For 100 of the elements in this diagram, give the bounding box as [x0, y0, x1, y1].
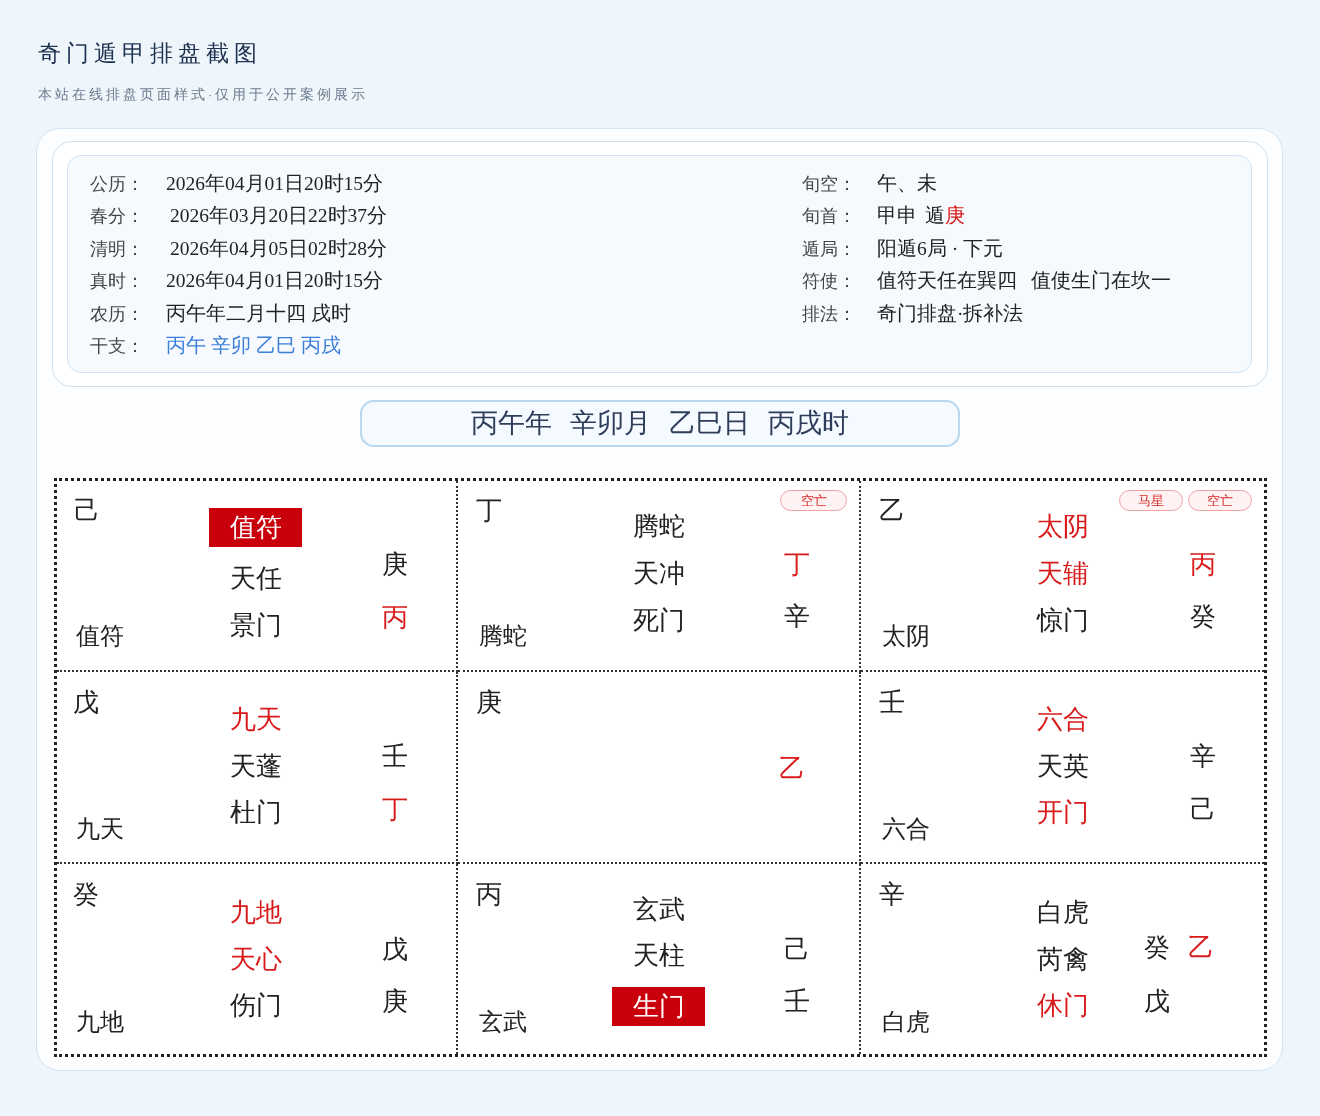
stem-char: 壬 — [382, 744, 408, 770]
cell-text: 死门 — [633, 608, 685, 634]
field-value: 庚 — [944, 206, 965, 226]
stem-char: 戊 — [73, 690, 99, 716]
cell-text: 伤门 — [230, 993, 282, 1019]
corner-text: 玄武 — [479, 1010, 527, 1034]
stem-char: 乙 — [779, 756, 805, 782]
field-value: 遁 — [925, 206, 945, 226]
field-label: 干支： — [90, 337, 144, 355]
cell-text: 惊门 — [1037, 608, 1089, 634]
card — [36, 128, 1283, 1071]
cell-text: 天辅 — [1037, 561, 1089, 587]
stem-char: 丁 — [382, 797, 408, 823]
field-value: 午、未 — [877, 174, 937, 194]
cell-text: 天任 — [230, 566, 282, 592]
corner-text: 腾蛇 — [479, 624, 527, 648]
cell-text: 天英 — [1037, 754, 1089, 780]
stem-char: 己 — [784, 937, 810, 963]
corner-text: 六合 — [882, 817, 930, 841]
subtitle: 本站在线排盘页面样式·仅用于公开案例展示 — [38, 88, 369, 102]
cell-text: 玄武 — [633, 897, 685, 923]
tag-badge: 空亡 — [780, 490, 847, 511]
cell-text: 景门 — [230, 613, 282, 639]
date-text: 辛卯月 — [570, 410, 651, 437]
stem-char: 壬 — [879, 690, 905, 716]
corner-text: 太阴 — [882, 624, 930, 648]
date-text: 乙巳日 — [669, 410, 750, 437]
stem-char: 丁 — [784, 552, 810, 578]
stem-char: 癸 — [1190, 604, 1216, 630]
cell-text: 芮禽 — [1037, 947, 1089, 973]
cell-text: 太阴 — [1037, 514, 1089, 540]
highlight-box: 生门 — [612, 987, 705, 1026]
date-text: 丙戌时 — [768, 410, 849, 437]
stem-char: 庚 — [382, 989, 408, 1015]
cell-text: 开门 — [1037, 800, 1089, 826]
palace-cell — [458, 672, 861, 864]
field-label: 遁局： — [802, 240, 856, 258]
palace-cell — [458, 481, 861, 672]
palace-cell — [57, 481, 458, 672]
cell-text: 白虎 — [1037, 900, 1089, 926]
cell-text: 腾蛇 — [633, 514, 685, 540]
field-label: 清明： — [90, 240, 144, 258]
cell-text: 天冲 — [633, 561, 685, 587]
field-value: 值使生门在坎一 — [1031, 271, 1171, 291]
stem-char: 丁 — [476, 498, 502, 524]
field-value: 2026年04月01日20时15分 — [166, 174, 383, 194]
field-value: 阳遁6局 · 下元 — [877, 239, 1003, 259]
field-value: 2026年04月05日02时28分 — [170, 239, 387, 259]
date-text: 丙午年 — [471, 410, 552, 437]
cell-text: 九天 — [230, 707, 282, 733]
field-value: 2026年03月20日22时37分 — [170, 206, 387, 226]
stem-char: 丙 — [476, 882, 502, 908]
cell-text: 天心 — [230, 947, 282, 973]
field-value: 值符天任在巽四 — [877, 271, 1017, 291]
stem-char: 庚 — [382, 552, 408, 578]
stem-char: 辛 — [1190, 744, 1216, 770]
cell-text: 杜门 — [230, 800, 282, 826]
field-label: 农历： — [90, 305, 144, 323]
cell-text: 六合 — [1037, 707, 1089, 733]
field-label: 旬首： — [802, 207, 856, 225]
cell-text: 九地 — [230, 900, 282, 926]
stem-char: 辛 — [879, 882, 905, 908]
field-value: 2026年04月01日20时15分 — [166, 271, 383, 291]
stem-char: 己 — [74, 498, 100, 524]
stem-char: 戊 — [382, 937, 408, 963]
field-value: 甲申 — [877, 206, 917, 226]
corner-text: 九地 — [76, 1010, 124, 1034]
stem-char: 乙 — [1188, 935, 1214, 961]
field-label: 旬空： — [802, 175, 856, 193]
stem-char: 己 — [1190, 797, 1216, 823]
stem-char: 辛 — [784, 604, 810, 630]
corner-text: 值符 — [76, 624, 124, 648]
cell-text: 天柱 — [633, 943, 685, 969]
date-band — [360, 400, 960, 447]
field-label: 春分： — [90, 207, 144, 225]
stem-char: 戊 — [1144, 989, 1170, 1015]
stem-char: 癸 — [73, 882, 99, 908]
field-label: 公历： — [90, 175, 144, 193]
tag-badge: 马星 — [1119, 490, 1183, 511]
stem-char: 丙 — [382, 605, 408, 631]
field-value: 奇门排盘·拆补法 — [877, 304, 1024, 324]
stem-char: 丙 — [1190, 552, 1216, 578]
page-title: 奇门遁甲排盘截图 — [38, 41, 262, 65]
corner-text: 九天 — [76, 817, 124, 841]
highlight-box: 值符 — [209, 508, 302, 547]
field-value: 丙午 辛卯 乙巳 丙戌 — [166, 336, 341, 356]
cell-text: 天蓬 — [230, 754, 282, 780]
stem-char: 庚 — [476, 690, 502, 716]
corner-text: 白虎 — [882, 1010, 930, 1034]
field-label: 真时： — [90, 272, 144, 290]
field-label: 符使： — [802, 272, 856, 290]
palace-grid — [54, 478, 1267, 1057]
stem-char: 乙 — [879, 498, 905, 524]
cell-text: 休门 — [1037, 993, 1089, 1019]
field-value: 丙午年二月十四 戌时 — [166, 304, 351, 324]
stem-char: 癸 — [1144, 935, 1170, 961]
palace-cell — [57, 672, 458, 864]
tag-badge: 空亡 — [1188, 490, 1252, 511]
stem-char: 壬 — [784, 989, 810, 1015]
field-label: 排法： — [802, 305, 856, 323]
